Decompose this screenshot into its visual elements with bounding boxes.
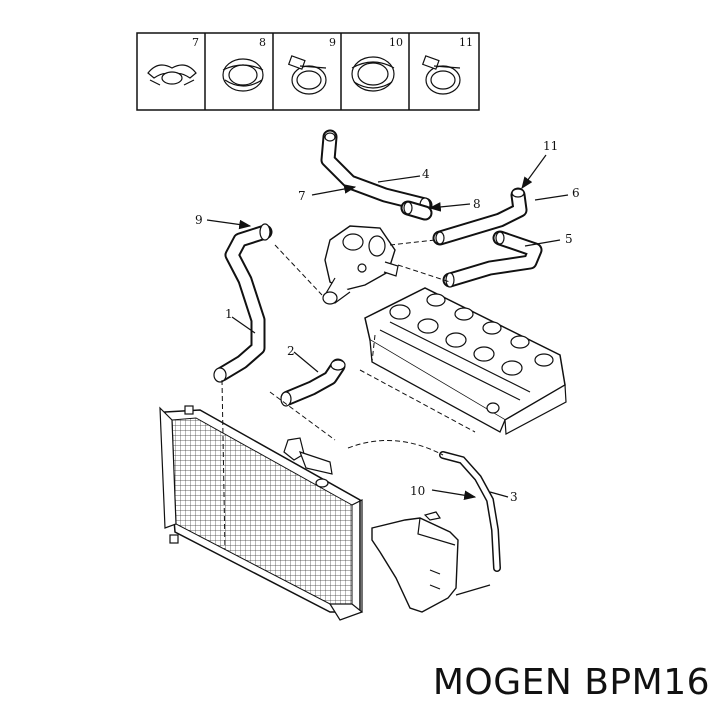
legend-cell-7: 7 <box>147 36 199 86</box>
callout-labels: 4 7 9 8 11 6 5 1 2 3 10 <box>195 139 580 504</box>
legend-number: 8 <box>259 36 266 49</box>
callout-3: 3 <box>510 490 518 504</box>
callout-6: 6 <box>572 186 580 200</box>
clamp-icon <box>287 55 327 95</box>
legend-cell-8: 8 <box>222 36 266 92</box>
hose-1 <box>213 223 273 383</box>
hose-6 <box>432 187 528 246</box>
hose-5 <box>442 230 543 288</box>
legend-cell-10: 10 <box>351 36 403 92</box>
callout-7: 7 <box>298 189 306 203</box>
radiator-filler-neck <box>283 437 333 488</box>
clamp-icon <box>351 56 395 92</box>
hose-2 <box>280 358 346 407</box>
radiator <box>159 405 364 621</box>
thermostat-housing <box>322 225 399 305</box>
callout-9: 9 <box>195 213 203 227</box>
hose-clip-icon <box>147 64 197 86</box>
clamp-icon <box>421 55 461 95</box>
legend-number: 9 <box>329 36 336 49</box>
callout-8: 8 <box>473 197 481 211</box>
hose-8 <box>400 200 433 221</box>
leader-lines <box>206 154 569 501</box>
part-caption: MOGEN BPM16 <box>432 662 710 703</box>
connection-lines <box>221 239 476 551</box>
hose-4 <box>320 129 433 213</box>
expansion-tank <box>371 511 491 613</box>
legend-number: 10 <box>389 36 403 49</box>
cylinder-head <box>364 287 567 435</box>
callout-1: 1 <box>225 307 233 321</box>
legend-number: 7 <box>192 36 199 49</box>
callout-4: 4 <box>422 167 430 181</box>
legend-cell-11: 11 <box>421 36 473 95</box>
callout-2: 2 <box>287 344 295 358</box>
callout-5: 5 <box>565 232 573 246</box>
hose-3 <box>439 451 501 572</box>
camshaft-bearings <box>389 293 554 376</box>
legend-cell-9: 9 <box>287 36 336 95</box>
callout-10: 10 <box>410 484 425 498</box>
callout-11: 11 <box>543 139 558 153</box>
clamp-legend: 7 8 9 10 <box>136 32 480 111</box>
legend-number: 11 <box>459 36 473 49</box>
clamp-icon <box>222 58 264 92</box>
